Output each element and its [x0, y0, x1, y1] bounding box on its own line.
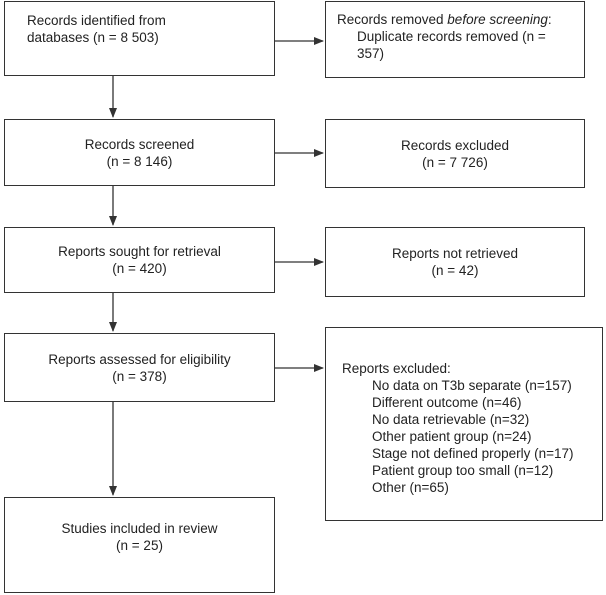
exclusion-reason: Patient group too small (n=12)	[372, 463, 554, 478]
records-excluded-box: Records excluded (n = 7 726)	[325, 119, 585, 188]
exclusion-reason: Other (n=65)	[372, 480, 449, 495]
exclusion-reason: Stage not defined properly (n=17)	[372, 446, 574, 461]
duplicate-records-line2: 357)	[357, 46, 385, 61]
records-screened-box: Records screened (n = 8 146)	[4, 119, 275, 186]
studies-included-label: Studies included in review	[61, 521, 218, 536]
reports-assessed-box: Reports assessed for eligibility (n = 37…	[4, 333, 275, 402]
duplicate-records-line1: Duplicate records removed (n =	[357, 29, 546, 44]
exclusion-reason: No data retrievable (n=32)	[372, 412, 530, 427]
records-identified-line1: Records identified from	[27, 13, 166, 28]
records-removed-title-emphasis: before screening	[447, 12, 548, 27]
records-removed-title: Records removed before screening:	[337, 12, 552, 27]
records-identified-box: Records identified from databases (n = 8…	[4, 1, 275, 76]
reports-sought-box: Reports sought for retrieval (n = 420)	[4, 227, 275, 293]
records-identified-line2: databases (n = 8 503)	[27, 30, 159, 45]
records-removed-box: Records removed before screening: Duplic…	[325, 1, 585, 78]
reports-not-retrieved-label: Reports not retrieved	[391, 246, 519, 261]
exclusion-reason: Other patient group (n=24)	[372, 429, 532, 444]
reports-not-retrieved-box: Reports not retrieved (n = 42)	[325, 227, 585, 297]
reports-sought-label: Reports sought for retrieval	[58, 244, 221, 259]
records-screened-label: Records screened	[84, 136, 195, 152]
reports-excluded-box: Reports excluded: No data on T3b separat…	[325, 327, 603, 521]
records-screened-count: (n = 8 146)	[106, 153, 173, 169]
reports-assessed-label: Reports assessed for eligibility	[48, 351, 231, 367]
records-excluded-label: Records excluded	[400, 137, 510, 153]
studies-included-box: Studies included in review (n = 25)	[4, 497, 275, 593]
studies-included-count: (n = 25)	[116, 538, 163, 553]
reports-sought-count: (n = 420)	[112, 261, 167, 276]
reports-not-retrieved-count: (n = 42)	[431, 263, 479, 278]
reports-assessed-count: (n = 378)	[112, 368, 167, 384]
reports-excluded-title: Reports excluded:	[342, 361, 451, 376]
exclusion-reason: Different outcome (n=46)	[372, 395, 522, 410]
exclusion-reason: No data on T3b separate (n=157)	[372, 378, 572, 393]
records-excluded-count: (n = 7 726)	[422, 154, 488, 170]
